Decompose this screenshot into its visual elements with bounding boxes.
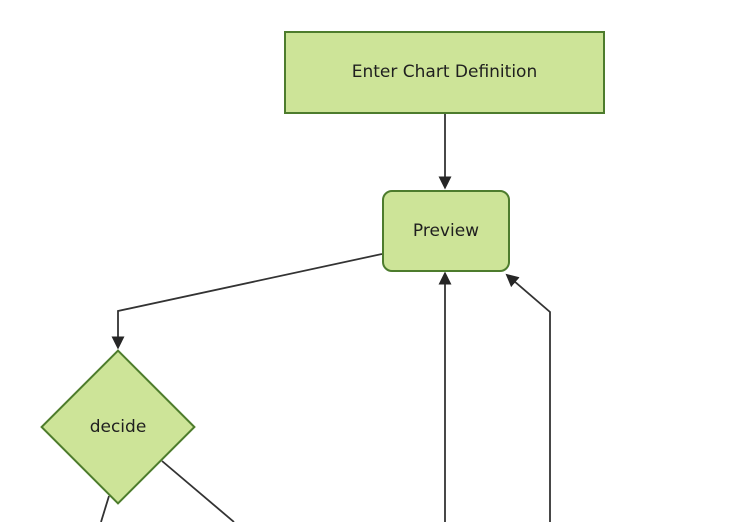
node-decide-label: decide (89, 417, 147, 437)
edge-offscreen-right-to-preview (505, 273, 551, 522)
node-preview: Preview (382, 190, 510, 272)
edge-decide-to-offscreen-left (100, 495, 110, 522)
edge-preview-to-decide (111, 253, 383, 350)
node-decide-label-wrap: decide (40, 349, 196, 505)
node-enter-chart-definition-label: Enter Chart Definition (351, 62, 538, 83)
node-enter-chart-definition: Enter Chart Definition (284, 31, 605, 114)
node-preview-label: Preview (412, 220, 480, 241)
edge-decide-to-offscreen-right (161, 460, 235, 522)
